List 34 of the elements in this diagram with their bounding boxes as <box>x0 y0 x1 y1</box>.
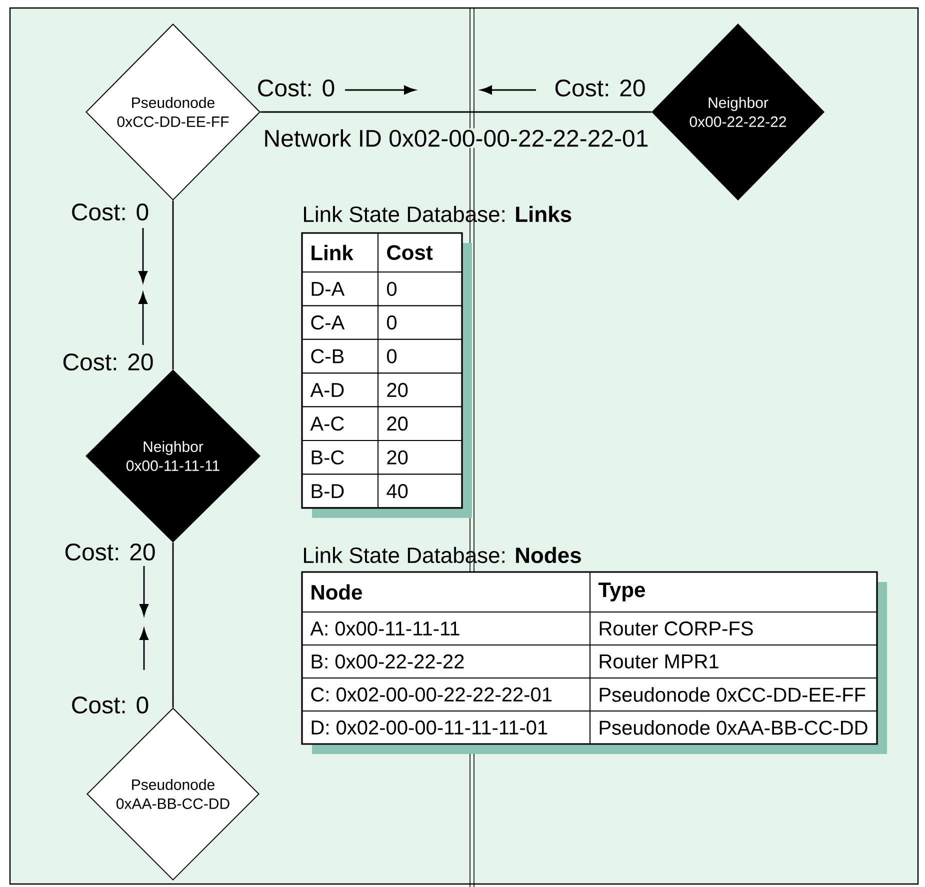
table-cell: C-B <box>302 338 378 374</box>
table-cell: B: 0x00-22-22-22 <box>302 644 590 678</box>
table-cell: Router CORP-FS <box>590 612 878 646</box>
table-cell: 40 <box>378 474 462 508</box>
table-cell: C: 0x02-00-00-22-22-22-01 <box>302 678 590 712</box>
table-header-cell: Node <box>302 572 590 612</box>
cost-label: Cost: 20 <box>555 80 645 96</box>
table-cell: D: 0x02-00-00-11-11-11-01 <box>302 710 590 744</box>
table-cell: 20 <box>378 440 462 475</box>
table-cell: B-C <box>302 440 378 475</box>
edge-label: Network ID 0x02-00-00-22-22-22-01 <box>262 128 650 148</box>
cost-label: Cost: 20 <box>63 354 153 370</box>
table-cell: 0 <box>378 305 462 340</box>
table-cell: D-A <box>302 272 378 306</box>
table-cell: Router MPR1 <box>590 644 878 678</box>
table-cell: Pseudonode 0xCC-DD-EE-FF <box>590 678 878 712</box>
table-cell: 20 <box>378 406 462 441</box>
table-cell: A-C <box>302 406 378 441</box>
table-cell: B-D <box>302 474 378 508</box>
connector-line <box>172 200 174 370</box>
table-cell: 0 <box>378 338 462 374</box>
cost-label: Cost: 0 <box>258 80 334 96</box>
table-header-cell: Cost <box>378 232 462 272</box>
connector-line <box>260 111 652 113</box>
table-cell: 0 <box>378 272 462 306</box>
table-cell: A: 0x00-11-11-11 <box>302 612 590 646</box>
table-header-cell: Link <box>302 232 378 272</box>
table-cell: 20 <box>378 372 462 408</box>
table-header-cell: Type <box>590 572 878 612</box>
table-cell: A-D <box>302 372 378 408</box>
table-cell: C-A <box>302 305 378 340</box>
cost-label: Cost: 20 <box>65 544 155 560</box>
table-cell: Pseudonode 0xAA-BB-CC-DD <box>590 710 878 744</box>
connector-line <box>172 542 174 708</box>
